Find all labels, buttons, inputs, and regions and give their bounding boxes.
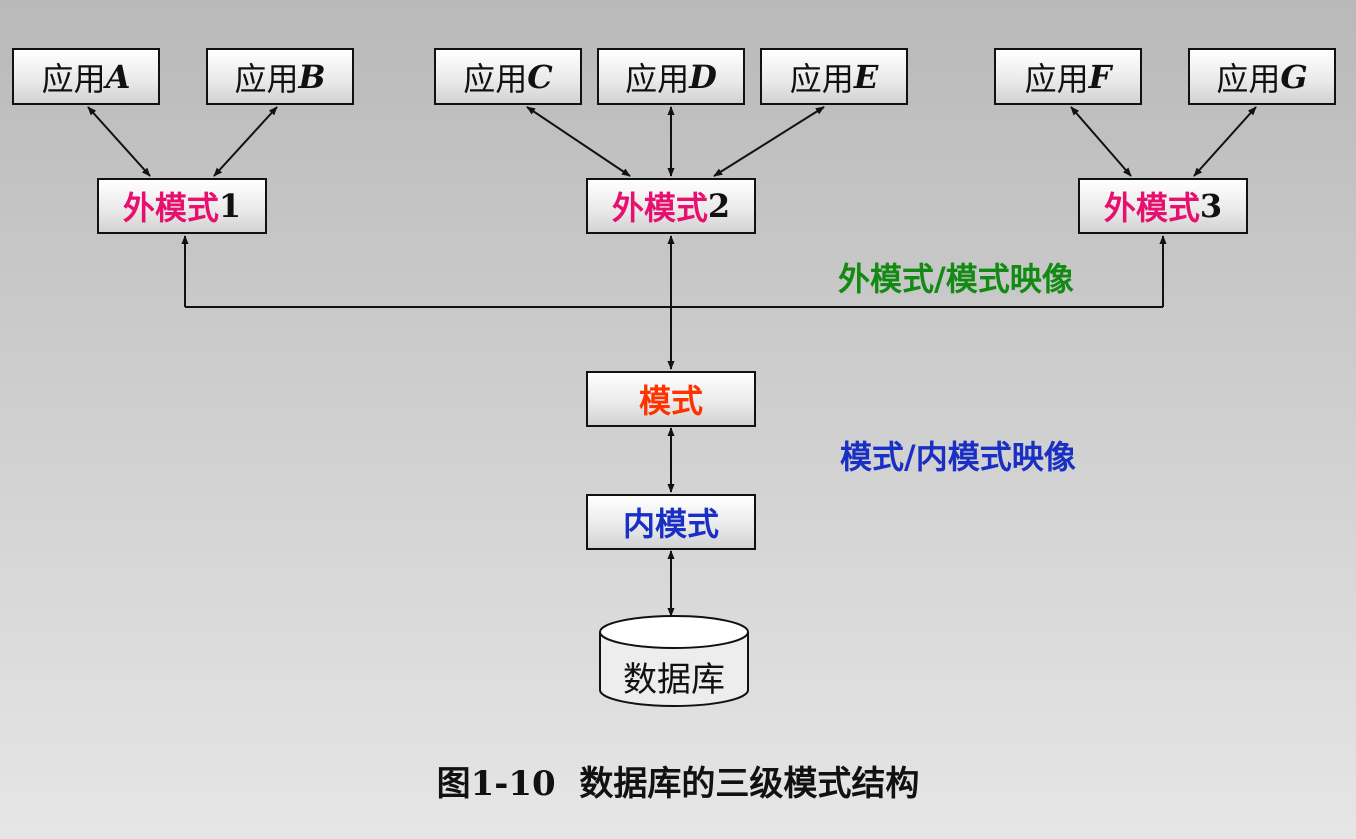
figure-caption: 图1-10 数据库的三级模式结构 [0,756,1356,805]
app-c-prefix: 应用 [463,59,528,98]
figure-caption-number: 图1-10 [436,764,556,804]
external-schema-1-number: 1 [218,187,242,225]
database-cylinder-icon [599,615,749,707]
app-b-letter: B [298,57,326,96]
app-g-letter: G [1280,57,1308,96]
external-schema-2-number: 2 [707,187,731,225]
arrow-app-g-ext3 [1193,106,1257,177]
figure-caption-title: 数据库的三级模式结构 [579,764,920,804]
app-e-prefix: 应用 [789,59,854,98]
app-f-prefix: 应用 [1024,59,1089,98]
internal-schema-box: 内模式 [586,494,756,550]
arrow-app-a-ext1 [87,106,151,177]
app-c-letter: C [527,57,553,96]
database-label: 数据库 [623,660,725,700]
mapping-schema-internal-label: 模式/内模式映像 [840,438,1076,476]
external-schema-2-label: 外模式 [611,189,708,227]
arrow-app-c-ext2 [526,106,631,177]
app-e-letter: E [853,57,879,96]
external-schema-3-number: 3 [1199,187,1223,225]
schema-label: 模式 [638,382,703,420]
internal-schema-label: 内模式 [622,505,719,543]
arrow-app-f-ext3 [1070,106,1132,177]
mapping-external-schema-label: 外模式/模式映像 [838,260,1074,298]
app-g-prefix: 应用 [1216,59,1281,98]
app-d-prefix: 应用 [625,59,690,98]
app-b-prefix: 应用 [234,59,299,98]
app-f-letter: F [1088,57,1112,96]
arrow-app-e-ext2 [713,106,825,177]
external-schema-1-label: 外模式 [122,189,219,227]
external-schema-3-label: 外模式 [1103,189,1200,227]
app-d-letter: D [689,57,717,96]
app-a-prefix: 应用 [41,59,106,98]
app-a-letter: A [105,57,131,96]
schema-box: 模式 [586,371,756,427]
arrow-app-b-ext1 [213,106,278,177]
